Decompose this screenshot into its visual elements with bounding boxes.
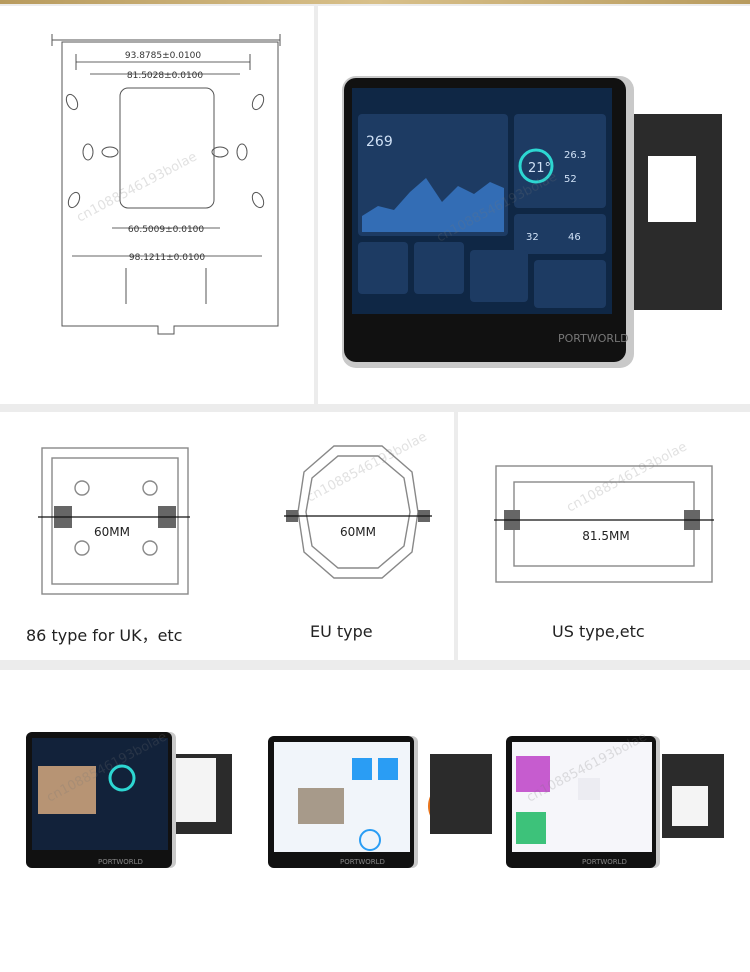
- dimension-drawing-panel: 93.8785±0.0100 81.5028±0.0100 60.5009±0.…: [0, 6, 314, 404]
- eu-measure: 60MM: [340, 525, 376, 539]
- us-box-panel: 81.5MM US type,etc: [458, 412, 750, 660]
- product-variants-panel: PORTWORLD PORTWORLD PORTWORLD: [0, 670, 750, 972]
- stat-a: 32: [526, 232, 539, 243]
- eu-box-drawing: 60MM: [284, 445, 432, 579]
- brand-logo-1: PORTWORLD: [98, 858, 143, 866]
- brand-logo-2: PORTWORLD: [340, 858, 385, 866]
- dimension-bottom-label: 98.1211±0.0100: [129, 253, 206, 263]
- us-measure: 81.5MM: [582, 529, 629, 543]
- brand-logo-3: PORTWORLD: [582, 858, 627, 866]
- dimension-inner-label: 60.5009±0.0100: [128, 225, 205, 235]
- uk-box-drawing: 60MM: [38, 447, 190, 595]
- chart-value: 269: [366, 134, 393, 150]
- eu-box-panel: 60MM EU type: [264, 412, 454, 660]
- us-box-drawing: 81.5MM: [494, 465, 714, 583]
- uk-box-panel: 60MM 86 type for UK，etc: [0, 412, 264, 660]
- bracket-dimension-drawing: 93.8785±0.0100 81.5028±0.0100 60.5009±0.…: [51, 34, 281, 335]
- dimension-second-label: 81.5028±0.0100: [127, 71, 204, 81]
- top-accent-bar: [0, 0, 750, 4]
- us-caption: US type,etc: [552, 622, 645, 641]
- brand-logo: PORTWORLD: [558, 332, 629, 345]
- uk-measure: 60MM: [94, 525, 130, 539]
- uk-caption: 86 type for UK，etc: [26, 626, 183, 645]
- weather-temp: 21°: [528, 161, 551, 176]
- eu-caption: EU type: [310, 622, 373, 641]
- dimension-top-label: 93.8785±0.0100: [125, 51, 202, 61]
- indoor-temp: 26.3: [564, 150, 586, 161]
- control-panel-product-image: 269 21° 26.3 52 32 46 PORTWORLD: [342, 76, 722, 368]
- stat-b: 46: [568, 232, 581, 243]
- product-variants-image: PORTWORLD PORTWORLD PORTWORLD: [26, 732, 724, 868]
- product-photo-panel: 269 21° 26.3 52 32 46 PORTWORLD: [318, 6, 750, 404]
- humidity-value: 52: [564, 174, 577, 185]
